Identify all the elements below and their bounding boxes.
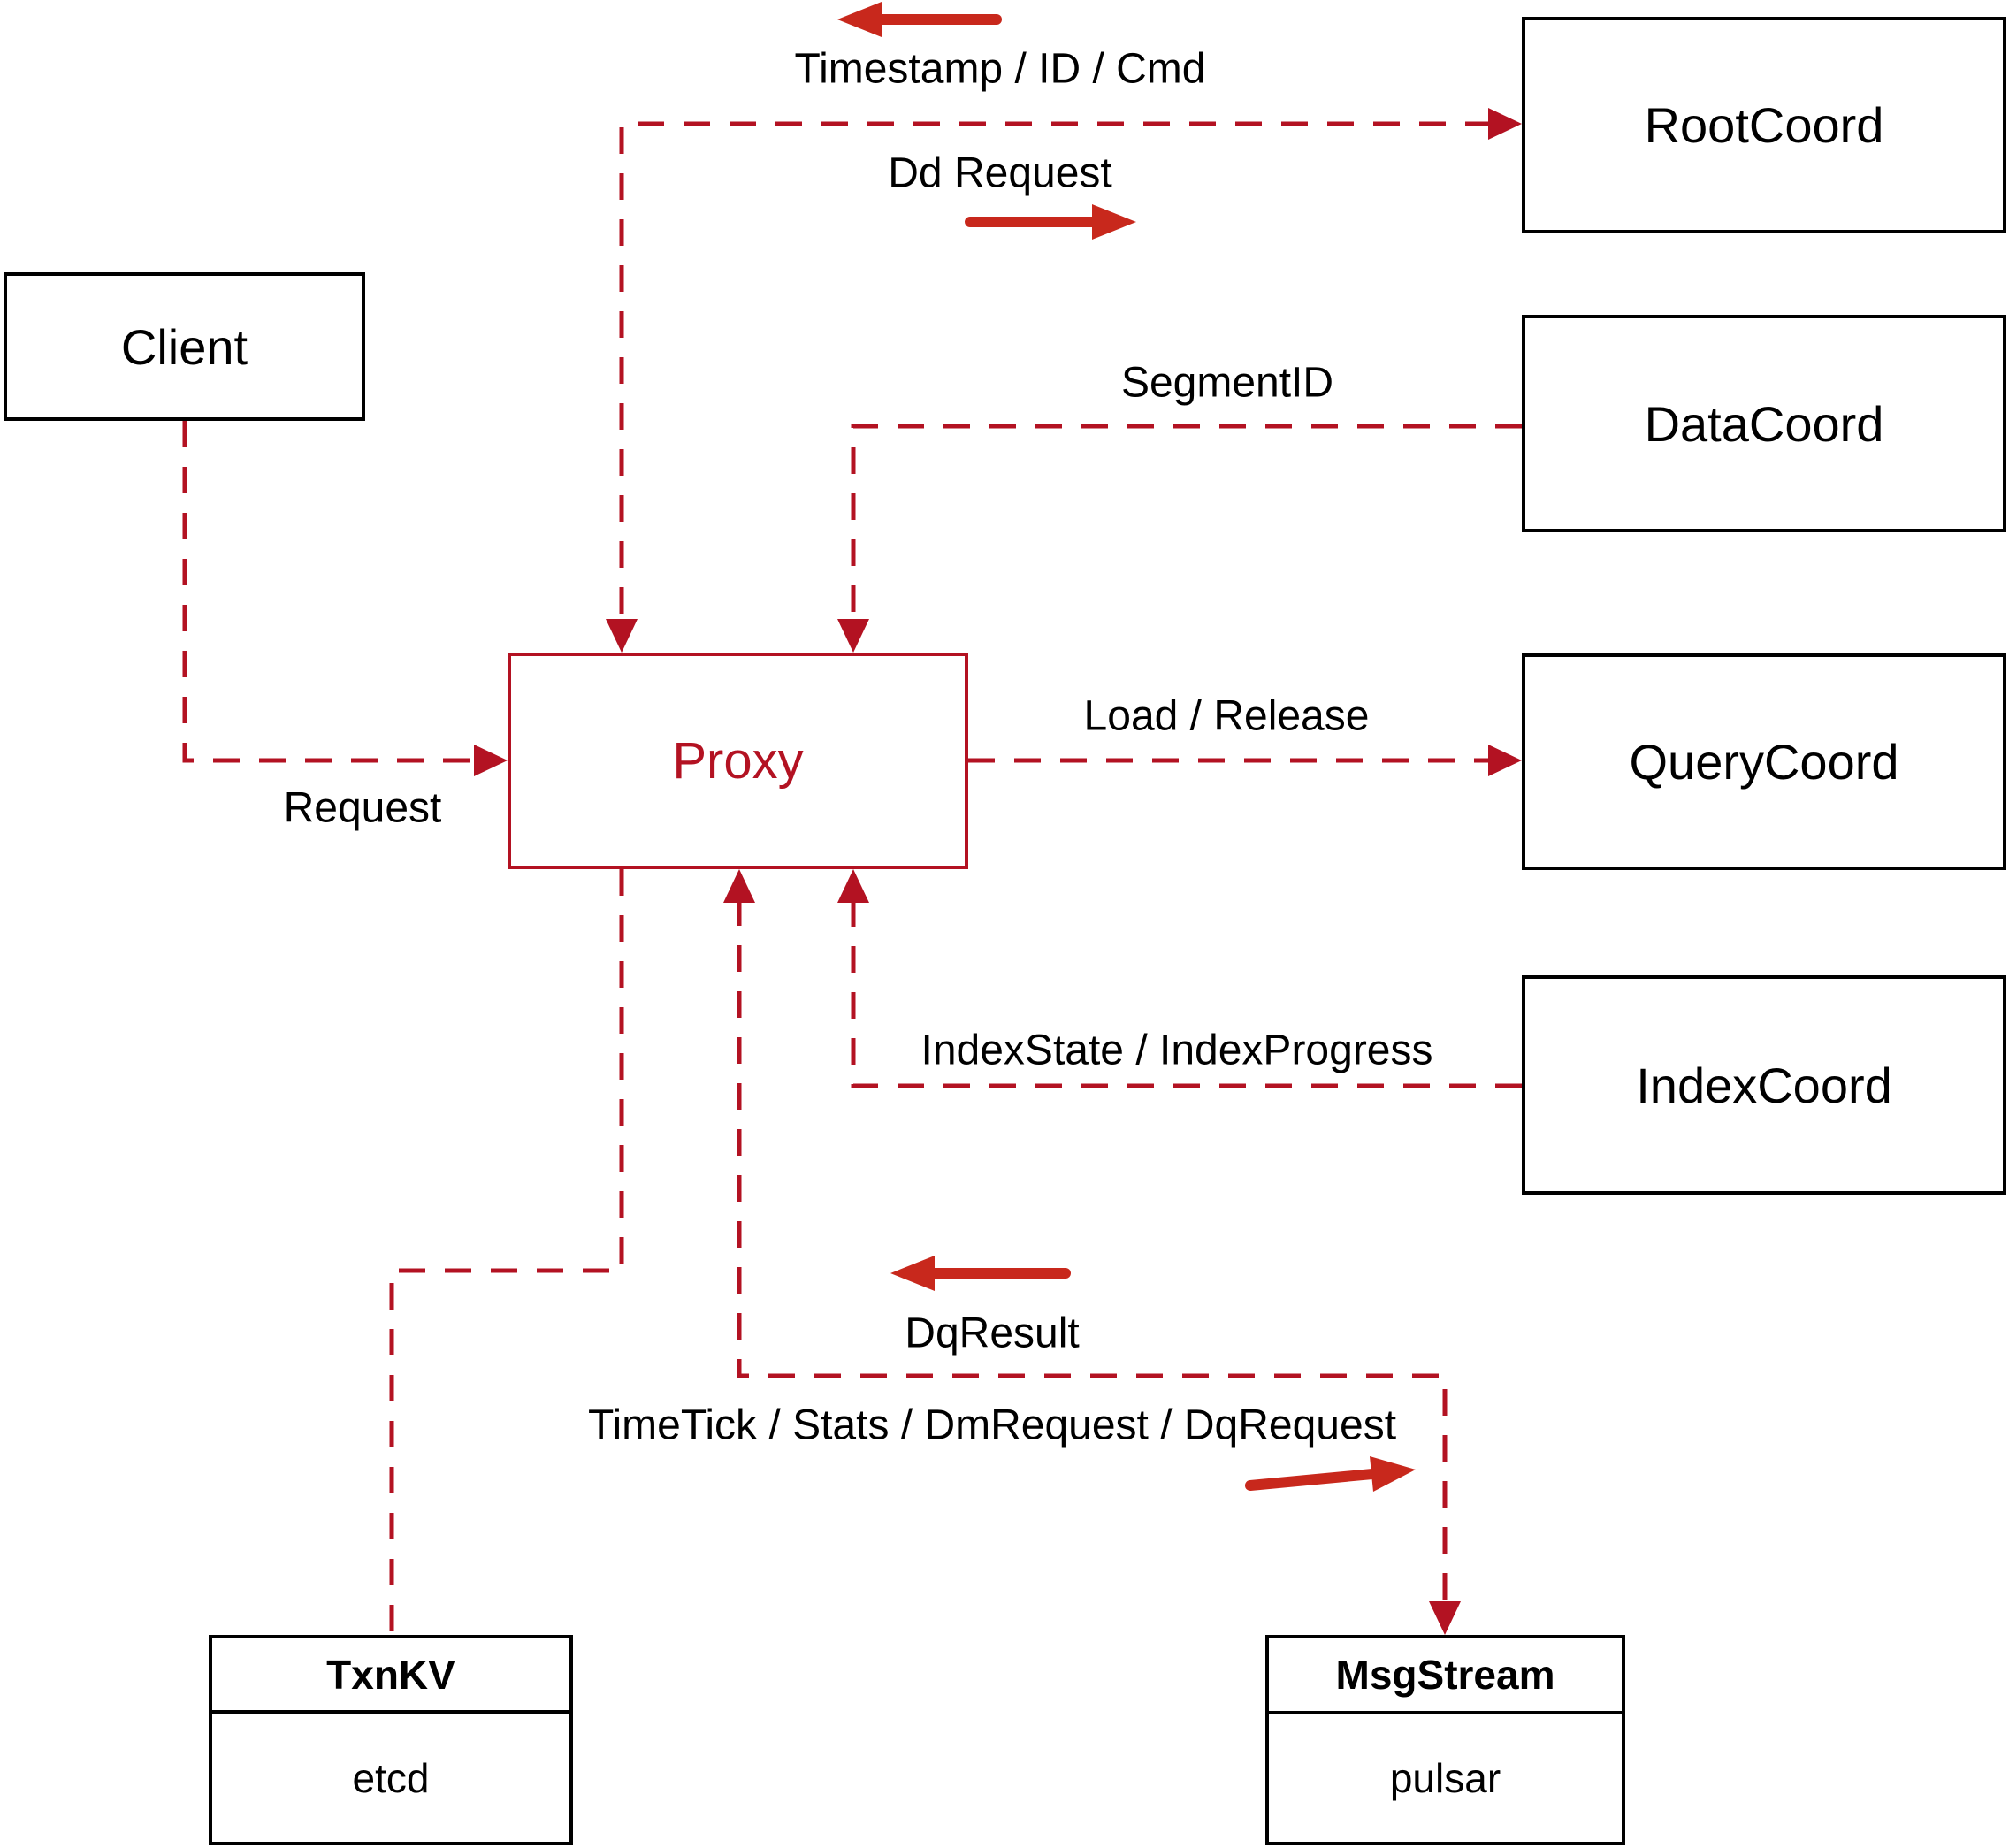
arrowhead-into-proxy-left — [474, 745, 508, 776]
arrowhead-into-proxy-top-left — [606, 619, 638, 653]
proxy-label: Proxy — [672, 732, 804, 790]
node-msgstream: MsgStream pulsar — [1265, 1635, 1625, 1845]
label-timestamp-id-cmd: Timestamp / ID / Cmd — [794, 45, 1206, 93]
label-segment-id: SegmentID — [1120, 359, 1334, 407]
edge-proxy-txnkv — [389, 869, 624, 1635]
querycoord-label: QueryCoord — [1629, 734, 1899, 790]
arrowhead-into-msgstream — [1429, 1601, 1461, 1635]
arrow-dq-result-left — [890, 1256, 1071, 1291]
arrow-timetick-right — [1245, 1456, 1416, 1492]
msgstream-title: MsgStream — [1269, 1638, 1622, 1714]
edge-proxy-rootcoord — [619, 121, 1492, 622]
datacoord-label: DataCoord — [1644, 395, 1884, 452]
indexcoord-label: IndexCoord — [1636, 1057, 1892, 1113]
node-datacoord: DataCoord — [1522, 315, 2006, 532]
txnkv-impl: etcd — [352, 1754, 430, 1801]
node-client: Client — [4, 272, 365, 421]
arrowhead-into-proxy-bottom-left — [723, 869, 755, 903]
arrowhead-into-rootcoord — [1488, 108, 1522, 140]
rootcoord-label: RootCoord — [1644, 97, 1884, 153]
label-dd-request: Dd Request — [888, 149, 1112, 197]
label-indexstate-indexprogress: IndexState / IndexProgress — [920, 1027, 1433, 1074]
label-load-release: Load / Release — [1083, 692, 1370, 740]
client-label: Client — [120, 318, 248, 375]
arrowhead-into-querycoord — [1488, 745, 1522, 776]
label-timetick-stats: TimeTick / Stats / DmRequest / DqRequest — [587, 1401, 1397, 1449]
arrowhead-into-proxy-top-right — [837, 619, 869, 653]
edge-datacoord-to-proxy — [851, 424, 1522, 622]
node-rootcoord: RootCoord — [1522, 17, 2006, 233]
node-txnkv: TxnKV etcd — [209, 1635, 573, 1845]
arrow-timestamp-return-left — [837, 2, 1002, 37]
label-dq-result: DqResult — [905, 1310, 1080, 1357]
edge-proxy-msgstream — [737, 899, 1448, 1605]
arrowhead-into-proxy-bottom-right — [837, 869, 869, 903]
edge-client-to-proxy — [182, 421, 477, 763]
node-proxy: Proxy — [508, 653, 968, 869]
node-querycoord: QueryCoord — [1522, 653, 2006, 870]
msgstream-impl: pulsar — [1389, 1755, 1501, 1801]
edge-indexcoord-to-proxy — [851, 899, 1522, 1088]
arrow-dd-request-right — [965, 204, 1136, 240]
label-request: Request — [283, 784, 442, 832]
node-indexcoord: IndexCoord — [1522, 975, 2006, 1195]
txnkv-title: TxnKV — [212, 1638, 569, 1714]
